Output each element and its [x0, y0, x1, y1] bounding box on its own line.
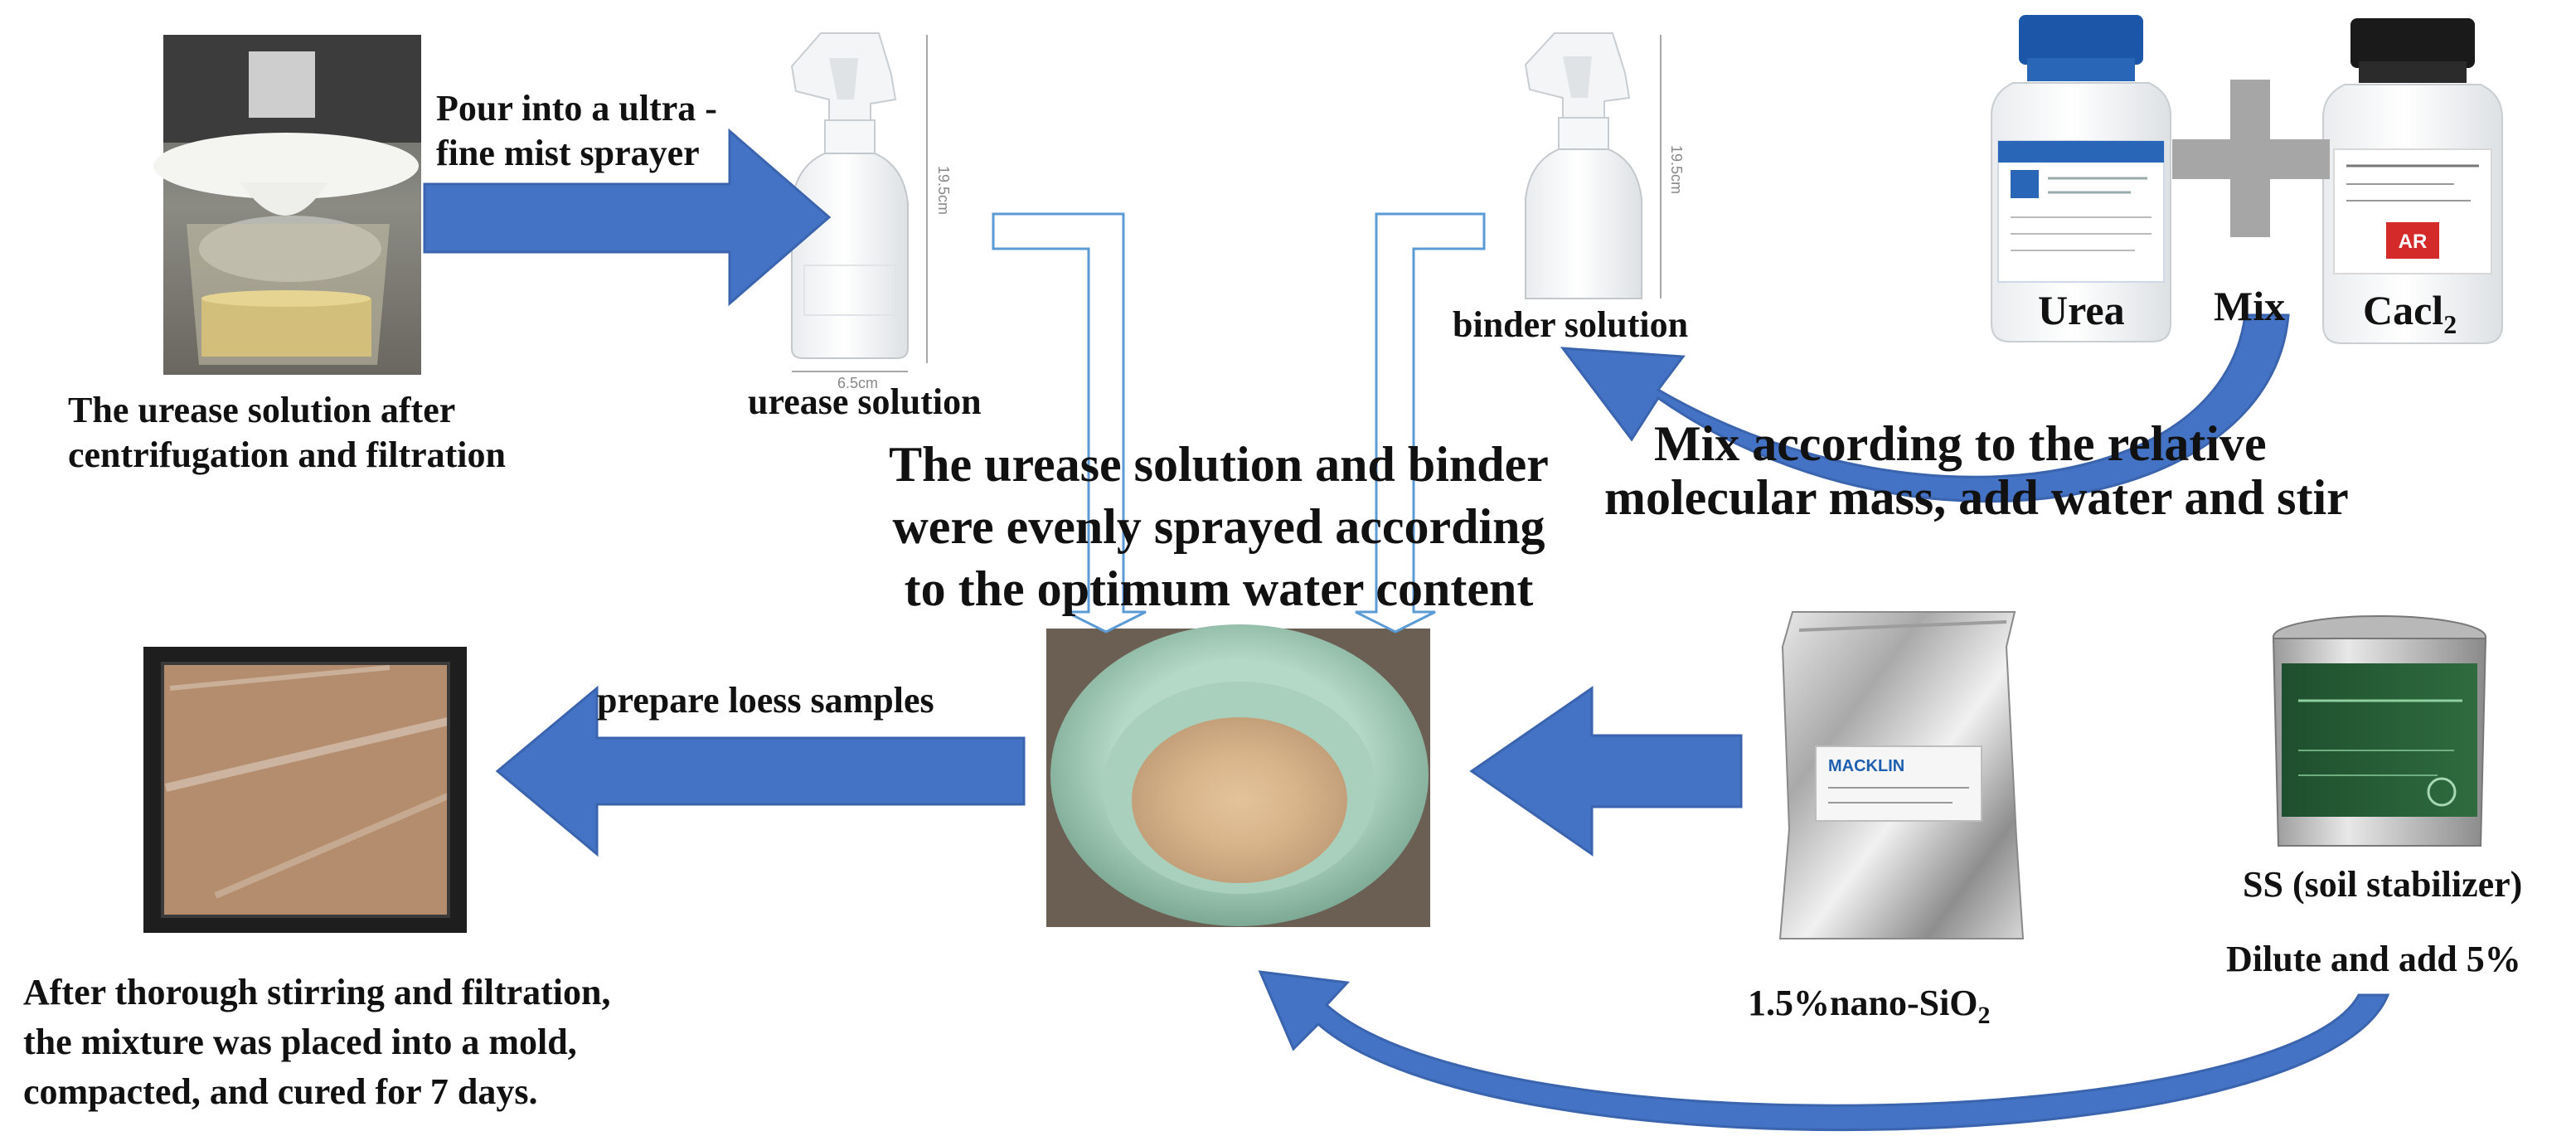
arrow-mix-to-binder: [1560, 313, 2290, 503]
urea-bottle-photo: [1991, 15, 2171, 342]
cacl2-subscript: 2: [2443, 309, 2457, 339]
urease-filtration-photo: [153, 35, 421, 375]
bag-brand: MACKLIN: [1828, 757, 1904, 775]
height-mark-2: 19.5cm: [1668, 145, 1685, 194]
prepare-loess-label: prepare loess samples: [597, 680, 934, 721]
after-stirring-line1: After thorough stirring and filtration,: [23, 972, 611, 1012]
sprayed-label-line2: were evenly sprayed according: [892, 499, 1545, 554]
pour-into-label-line1: Pour into a ultra -: [436, 88, 717, 129]
mix-label: Mix: [2214, 283, 2286, 329]
cacl2-label: Cacl2: [2363, 286, 2457, 348]
reagent-grade: AR: [2399, 231, 2428, 253]
nano-sio2-text: 1.5%nano-SiO: [1748, 983, 1978, 1023]
cacl2-bottle-photo: AR: [2322, 18, 2503, 344]
pour-into-label-line2: fine mist sprayer: [436, 133, 700, 173]
mix-instruction-line1: Mix according to the relative: [1654, 416, 2267, 471]
arrow-binder-to-bowl: [1355, 212, 1486, 634]
binder-sprayer-photo: 19.5cm: [1497, 23, 1687, 305]
urease-solution-label: urease solution: [748, 381, 982, 422]
height-mark-1: 19.5cm: [935, 166, 952, 215]
arrow-dilute-to-bowl: [1258, 970, 2390, 1132]
mix-instruction-line2: molecular mass, add water and stir: [1604, 470, 2349, 525]
arrow-prepare-loess: [495, 685, 1026, 857]
loess-mold-photo: [143, 647, 467, 933]
urea-label: Urea: [2038, 287, 2125, 333]
after-stirring-line3: compacted, and cured for 7 days.: [23, 1071, 538, 1112]
dilute-label: Dilute and add 5%: [2226, 939, 2521, 979]
sprayed-label-line3: to the optimum water content: [904, 561, 1534, 616]
width-mark: 6.5cm: [837, 375, 878, 391]
nano-sio2-bag-photo: MACKLIN: [1778, 611, 2025, 939]
sprayed-label-line1: The urease solution and binder: [889, 437, 1549, 492]
urease-filtered-label-line1: The urease solution after: [68, 390, 456, 430]
mixing-bowl-photo: [1046, 624, 1430, 927]
arrow-urease-to-bowl: [992, 212, 1147, 634]
after-stirring-line2: the mixture was placed into a mold,: [23, 1022, 577, 1062]
arrow-pour-into-sprayer: [423, 128, 832, 307]
nano-sio2-subscript: 2: [1977, 1001, 1991, 1029]
binder-solution-label: binder solution: [1453, 304, 1689, 345]
urease-filtered-label-line2: centrifugation and filtration: [68, 434, 506, 475]
mix-plus-icon: [2172, 80, 2330, 237]
arrow-nano-to-bowl: [1469, 686, 1743, 857]
nano-sio2-label: 1.5%nano-SiO2: [1748, 981, 1991, 1038]
soil-stabilizer-label: SS (soil stabilizer): [2243, 864, 2523, 905]
soil-stabilizer-pail-photo: [2272, 615, 2487, 847]
cacl2-text: Cacl: [2363, 287, 2444, 333]
